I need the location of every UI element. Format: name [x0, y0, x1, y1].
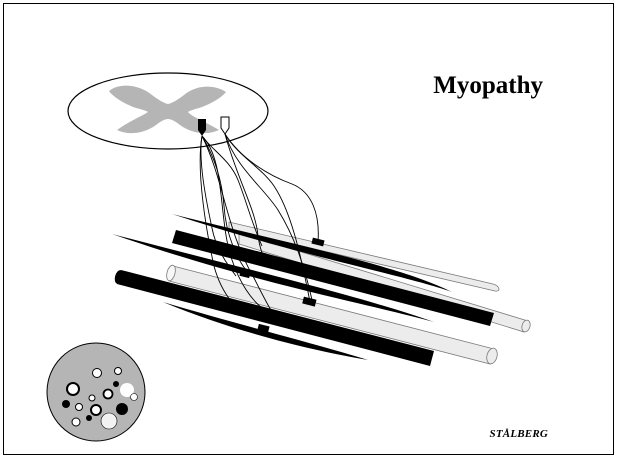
fiber-section [116, 403, 128, 415]
muscle-cross-section [47, 343, 145, 441]
fiber-section [104, 390, 113, 399]
fiber-section [89, 395, 95, 401]
fiber-section [131, 394, 138, 401]
fiber-section [113, 381, 119, 387]
fiber-section [91, 405, 101, 415]
fiber-section [72, 418, 80, 426]
fiber-section [67, 383, 79, 395]
fiber-section [115, 368, 122, 375]
slide-title: Myopathy [0, 72, 543, 100]
author-credit: STÅLBERG [0, 428, 548, 440]
fiber-section [86, 415, 92, 421]
fiber-section [101, 413, 117, 429]
fiber-section [93, 369, 102, 378]
muscle-fibers [112, 214, 532, 366]
fiber-section [76, 404, 83, 411]
fiber-section [62, 400, 70, 408]
